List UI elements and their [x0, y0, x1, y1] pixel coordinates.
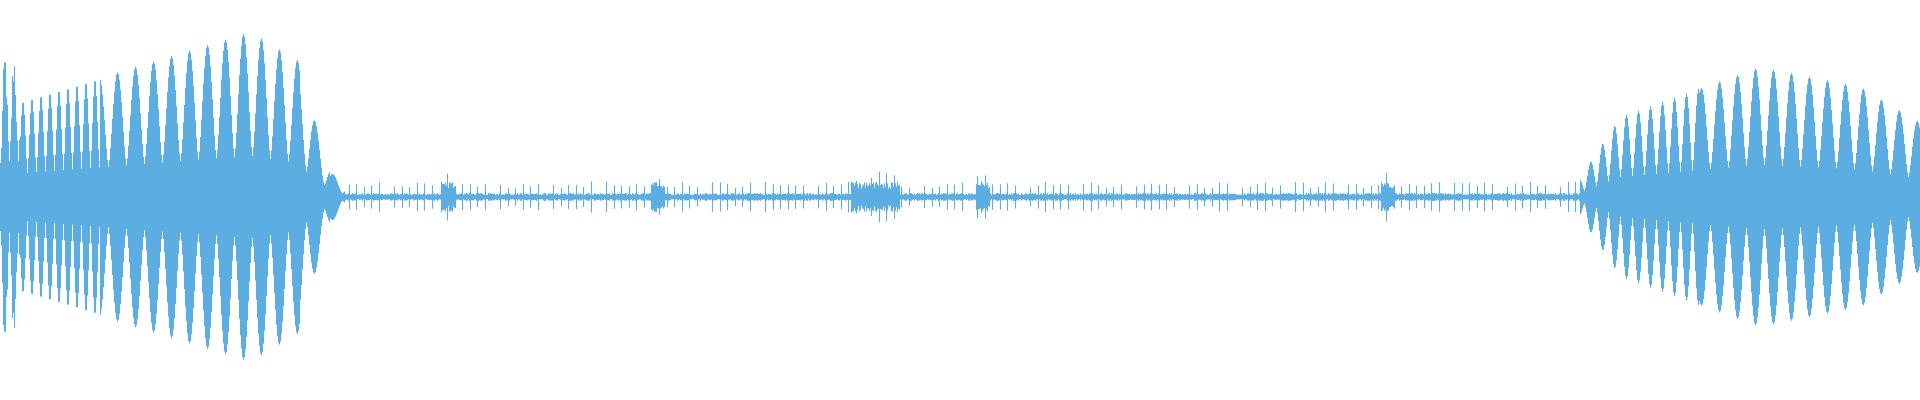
waveform-bars: [0, 34, 1920, 360]
